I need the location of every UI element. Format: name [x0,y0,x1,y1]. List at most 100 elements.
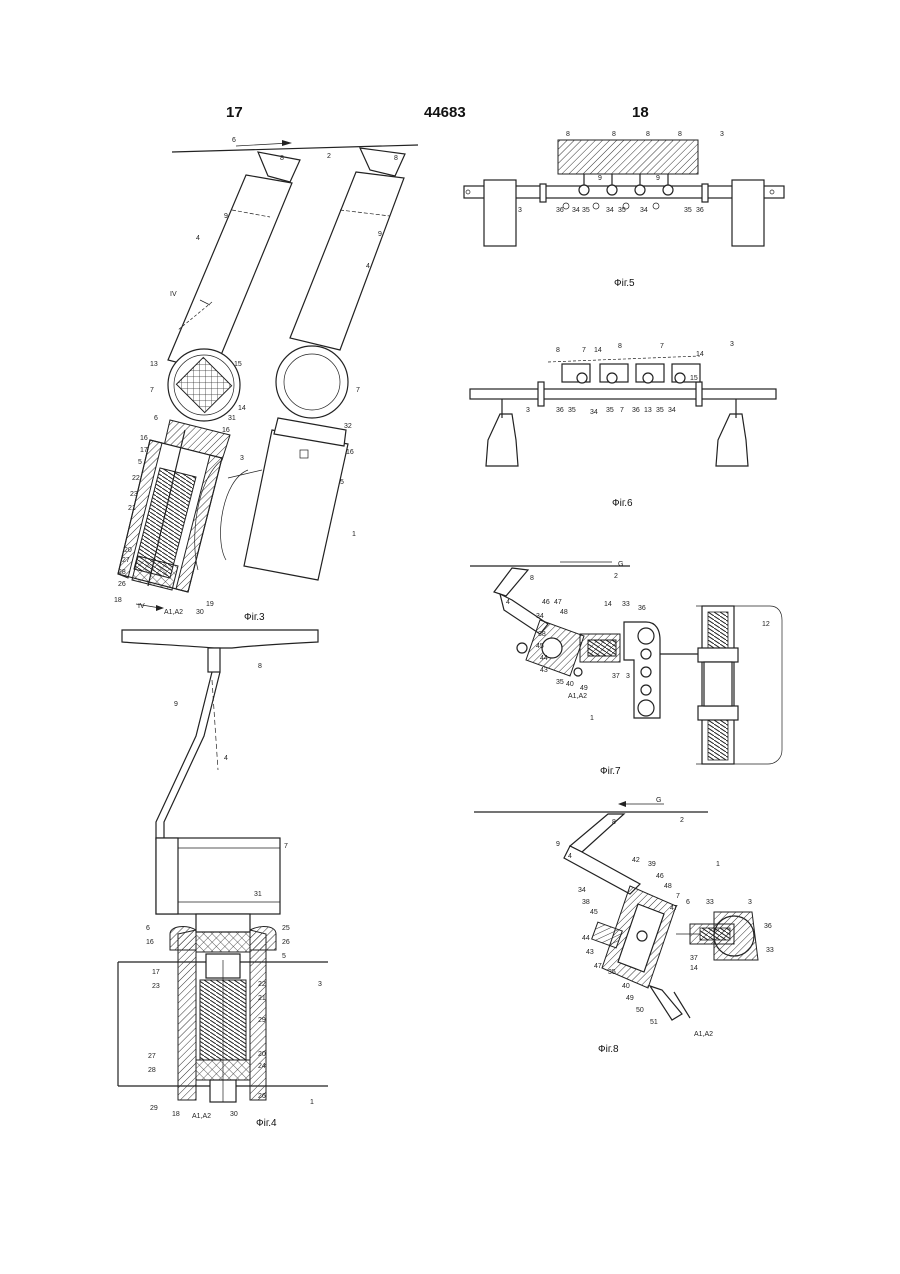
reference-label: 3 [748,899,752,906]
reference-label: 48 [664,883,672,890]
reference-label: 8 [612,131,616,138]
reference-label: 7 [150,387,154,394]
reference-label: 8 [280,155,284,162]
reference-label: 14 [238,405,246,412]
reference-label: 9 [174,701,178,708]
reference-label: 2 [327,153,331,160]
reference-label: 36 [638,605,646,612]
reference-label: 6 [154,415,158,422]
figure-5 [464,140,784,246]
reference-label: 12 [762,621,770,628]
reference-label: 36 [556,207,564,214]
reference-label: 45 [536,643,544,650]
fig4-caption: Фіг.4 [256,1118,277,1129]
reference-label: 14 [696,351,704,358]
reference-label: 23 [152,983,160,990]
reference-label: 37 [612,673,620,680]
reference-label: 5 [138,459,142,466]
reference-label: 33 [706,899,714,906]
reference-label: 15 [234,361,242,368]
reference-label: 44 [582,935,590,942]
reference-label: 27 [122,557,130,564]
reference-label: 35 [606,407,614,414]
reference-label: 36 [632,407,640,414]
reference-label: 8 [394,155,398,162]
reference-label: 38 [582,899,590,906]
reference-label: 34 [640,207,648,214]
reference-label: 29 [150,1105,158,1112]
reference-label: 7 [660,343,664,350]
reference-label: G [656,797,661,804]
reference-label: 9 [378,231,382,238]
reference-label: 7 [582,347,586,354]
reference-label: 33 [622,601,630,608]
reference-label: IV [170,291,177,298]
reference-label: 46 [656,873,664,880]
reference-label: 3 [526,407,530,414]
reference-label: 9 [656,175,660,182]
reference-label: 14 [594,347,602,354]
reference-label: 34 [668,407,676,414]
fig6-caption: Фіг.6 [612,498,633,509]
reference-label: A1,A2 [694,1031,713,1038]
fig8-caption: Фіг.8 [598,1044,619,1055]
reference-label: 7 [284,843,288,850]
reference-label: 47 [554,599,562,606]
reference-label: 38 [538,631,546,638]
reference-label: 1 [310,1099,314,1106]
reference-label: 49 [580,685,588,692]
reference-label: 18 [114,597,122,604]
reference-label: 5 [340,479,344,486]
figure-6-labels: 8 7 14 8 7 14 3 3 36 35 34 35 7 36 13 35… [526,341,734,509]
figure-7 [470,562,782,764]
reference-label: 9 [556,841,560,848]
reference-label: 47 [594,963,602,970]
reference-label: 24 [258,1063,266,1070]
figure-8 [474,801,758,1020]
reference-label: 36 [764,923,772,930]
figure-4 [118,630,328,1102]
reference-label: 14 [604,601,612,608]
figure-3 [118,140,418,611]
reference-label: 49 [626,995,634,1002]
reference-label: 30 [230,1111,238,1118]
reference-label: 35 [568,407,576,414]
reference-label: 34 [572,207,580,214]
reference-label: 22 [258,981,266,988]
reference-label: 16 [346,449,354,456]
reference-label: 7 [676,893,680,900]
reference-label: 4 [224,755,228,762]
reference-label: 1 [590,715,594,722]
reference-label: 34 [590,409,598,416]
reference-label: 42 [632,857,640,864]
reference-label: 20 [124,547,132,554]
reference-label: 8 [612,819,616,826]
reference-label: 9 [224,213,228,220]
reference-label: 16 [146,939,154,946]
reference-label: 35 [656,407,664,414]
reference-label: IV [138,603,145,610]
reference-label: 4 [366,263,370,270]
reference-label: 36 [556,407,564,414]
reference-label: 2 [614,573,618,580]
reference-label: 1 [352,531,356,538]
reference-label: 18 [172,1111,180,1118]
reference-label: 8 [556,347,560,354]
reference-label: 3 [720,131,724,138]
reference-label: 5 [282,953,286,960]
reference-label: 17 [140,447,148,454]
reference-label: 51 [650,1019,658,1026]
reference-label: 4 [196,235,200,242]
reference-label: 34 [578,887,586,894]
reference-label: A1,A2 [568,693,587,700]
reference-label: 39 [648,861,656,868]
reference-label: 35 [618,207,626,214]
reference-label: 2 [680,817,684,824]
reference-label: 8 [678,131,682,138]
reference-label: 21 [258,995,266,1002]
reference-label: 21 [128,505,136,512]
reference-label: 16 [140,435,148,442]
reference-label: 16 [222,427,230,434]
reference-label: 3 [240,455,244,462]
reference-label: 35 [556,679,564,686]
